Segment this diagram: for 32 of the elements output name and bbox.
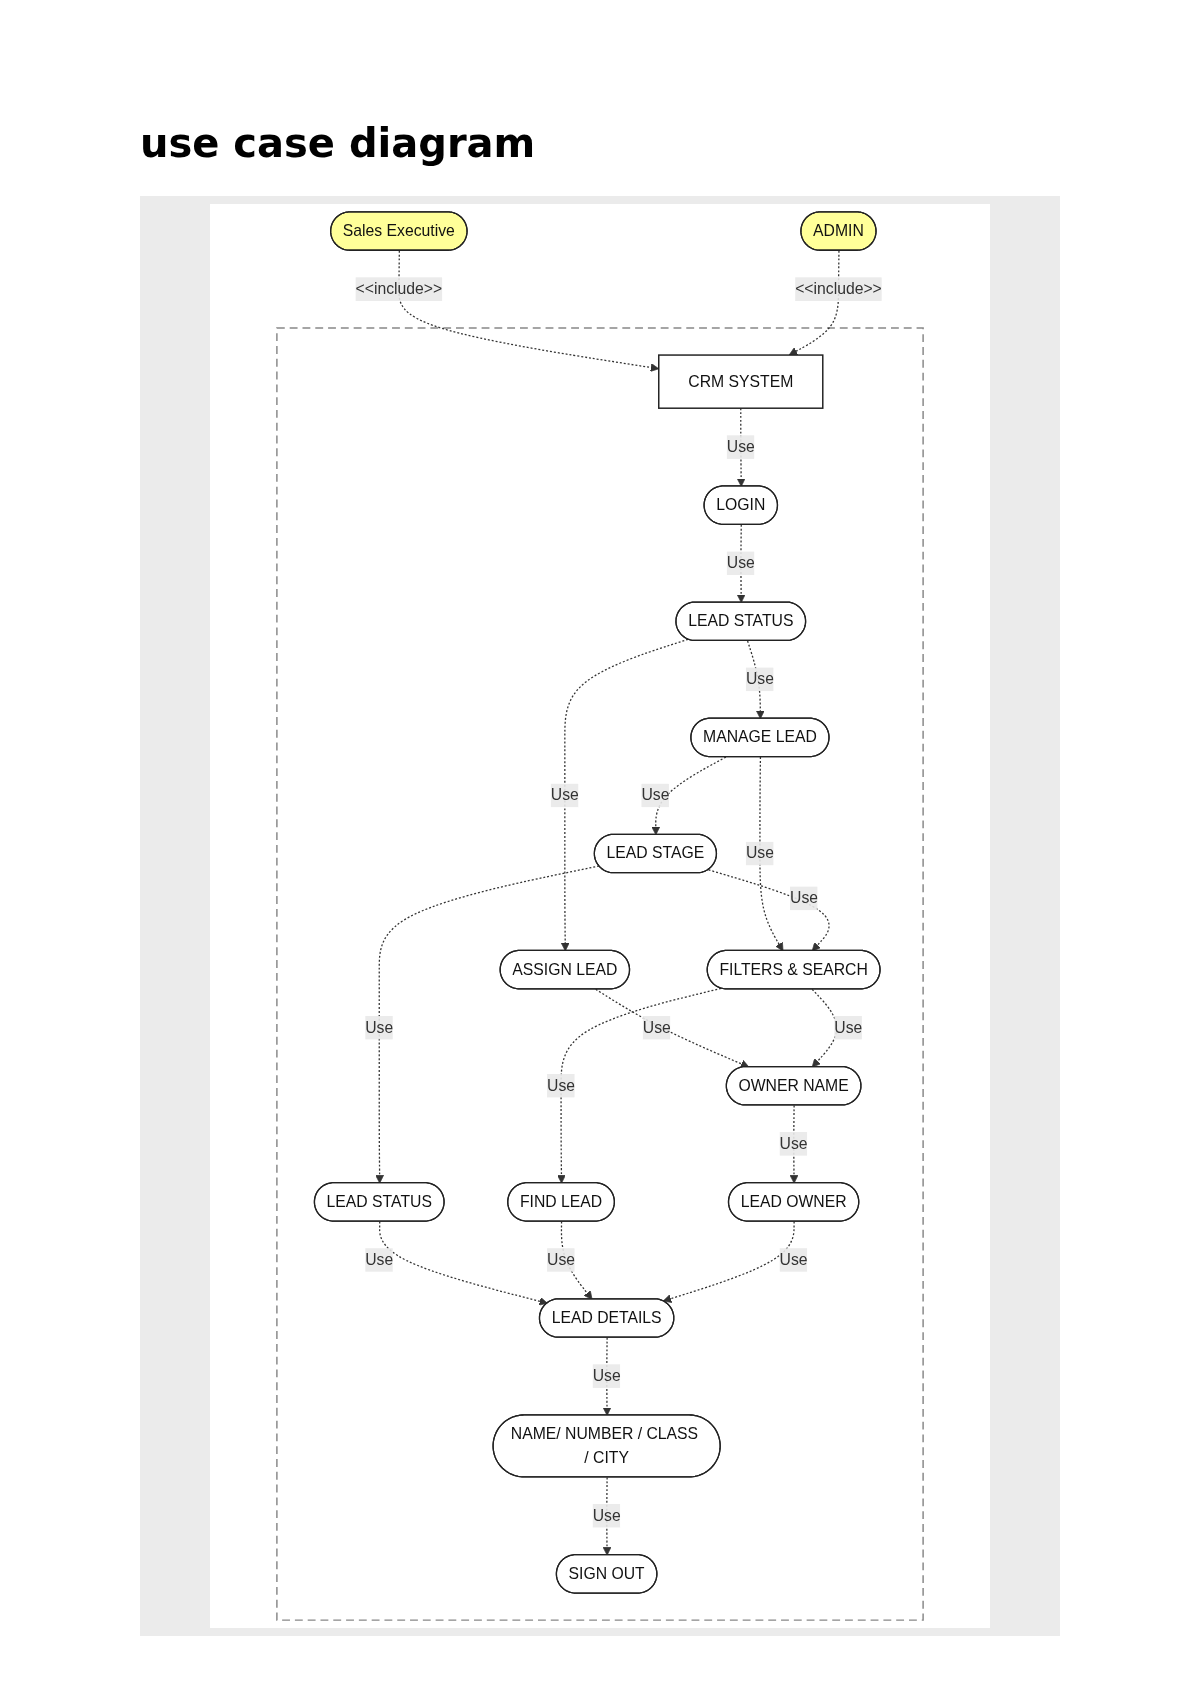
- arrow: [651, 756, 727, 836]
- arrow: [560, 638, 689, 952]
- node-box: CRM SYSTEM: [658, 354, 824, 409]
- arrow: [557, 987, 722, 1184]
- edge-label: Use: [641, 786, 670, 804]
- arrow: [707, 869, 830, 952]
- arrow: [788, 250, 840, 356]
- edge-label: Use: [592, 1367, 621, 1384]
- edge-label: Use: [550, 786, 579, 804]
- edge-label: Use: [726, 554, 755, 572]
- edge-label: Use: [547, 1076, 576, 1094]
- edge-label: Use: [834, 1018, 863, 1036]
- arrow: [662, 1220, 795, 1303]
- edge-label: Use: [779, 1134, 808, 1152]
- arrow: [560, 1220, 593, 1300]
- edge-label: Use: [592, 1506, 621, 1524]
- arrow: [595, 988, 750, 1068]
- edge-label: <<include>>: [795, 280, 882, 297]
- page-title: use case diagram: [140, 120, 536, 166]
- edge-label: Use: [779, 1251, 808, 1268]
- arrow: [379, 1220, 548, 1306]
- edge-label: Use: [547, 1251, 576, 1268]
- edge-label: Use: [365, 1251, 394, 1268]
- edge-label: Use: [745, 844, 774, 862]
- edge-label: Use: [745, 670, 774, 688]
- edge-label: Use: [642, 1018, 671, 1036]
- arrow: [759, 756, 784, 952]
- cluster: [276, 327, 924, 1621]
- edge-label: <<include>>: [355, 280, 443, 297]
- edge-label: Use: [365, 1018, 394, 1036]
- edge-label: Use: [790, 889, 819, 907]
- edge-label: Use: [726, 438, 755, 455]
